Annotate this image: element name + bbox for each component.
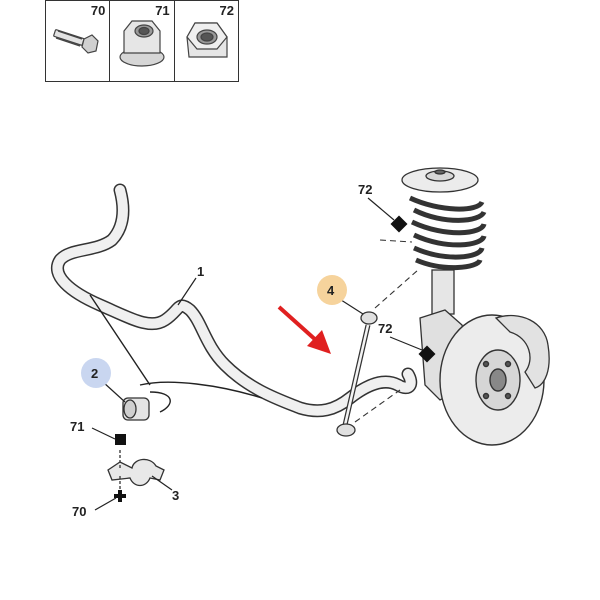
- bolt-icon: [53, 29, 99, 54]
- legend-number: 70: [90, 3, 106, 18]
- callout-circle-orange: [317, 275, 347, 305]
- drop-link-axis-lines: [354, 239, 419, 423]
- callout-71: 71: [70, 419, 84, 434]
- bushing-bracket: [107, 450, 165, 492]
- assembly-leader-lines: [89, 294, 263, 413]
- fastener-legend: 70 71 72: [45, 0, 239, 82]
- callout-3: 3: [172, 488, 179, 503]
- callout-circle-blue: [81, 358, 111, 388]
- callout-2: 2: [91, 366, 98, 381]
- nut-marker-diamond: [418, 345, 436, 363]
- brake-disc: [439, 314, 545, 446]
- coil-spring: [408, 195, 487, 271]
- callout-70: 70: [72, 504, 86, 519]
- callout-72-upper: 72: [358, 182, 372, 197]
- legend-number: 72: [219, 3, 234, 18]
- legend-cell-71: 71: [110, 1, 175, 81]
- callout-72-lower: 72: [378, 321, 392, 336]
- stabilizer-bar: [51, 183, 418, 418]
- nut-marker-diamond: [390, 215, 408, 233]
- stabilizer-drop-link: [336, 311, 378, 437]
- legend-cell-72: 72: [175, 1, 238, 81]
- nut-marker-square: [115, 434, 126, 445]
- legend-cell-70: 70: [46, 1, 111, 81]
- flanged-nut-icon: [119, 20, 165, 67]
- hex-nut-icon: [185, 22, 228, 58]
- callout-1: 1: [197, 264, 204, 279]
- rubber-bushing: [122, 397, 150, 421]
- callout-4: 4: [327, 283, 335, 298]
- bolt-marker-cross: [114, 490, 126, 502]
- legend-number: 71: [155, 3, 170, 18]
- brake-caliper: [494, 314, 550, 389]
- highlight-arrow: [277, 305, 331, 354]
